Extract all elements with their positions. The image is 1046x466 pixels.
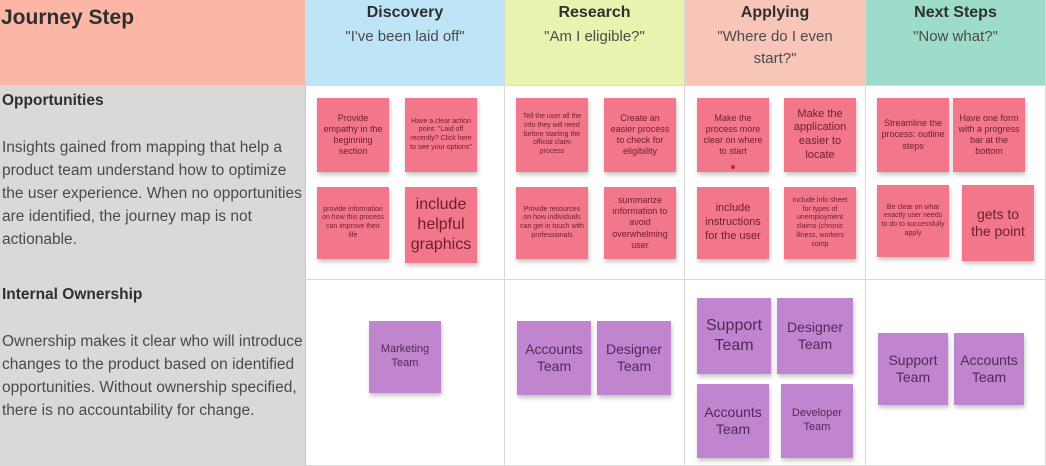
- research-ownership-cell: Accounts Team Designer Team: [505, 280, 685, 466]
- owner-sticky-note[interactable]: Designer Team: [777, 298, 853, 374]
- sticky-note[interactable]: Make the process more clear on where to …: [697, 98, 769, 172]
- owner-sticky-note[interactable]: Developer Team: [781, 384, 853, 458]
- phase-name: Research: [558, 4, 631, 21]
- sticky-note[interactable]: Create an easier process to check for el…: [604, 98, 676, 172]
- discovery-opportunities-cell: Provide empathy in the beginning section…: [306, 86, 505, 280]
- phase-header-research: Research "Am I eligible?": [505, 0, 685, 86]
- phase-quote: "I've been laid off": [345, 28, 465, 45]
- research-opportunities-cell: Tell the user all the info they will nee…: [505, 86, 685, 280]
- discovery-ownership-cell: Marketing Team: [306, 280, 505, 466]
- owner-sticky-note[interactable]: Designer Team: [597, 321, 671, 395]
- owner-sticky-note[interactable]: Marketing Team: [369, 321, 441, 393]
- ownership-description: Ownership makes it clear who will introd…: [2, 333, 303, 419]
- phase-header-applying: Applying "Where do I even start?": [685, 0, 866, 86]
- ownership-label-cell: Internal Ownership Ownership makes it cl…: [0, 280, 306, 466]
- sticky-note[interactable]: include info sheet for types of unemploy…: [784, 187, 856, 259]
- sticky-note[interactable]: Have a clear action point: "Laid off rec…: [405, 98, 477, 172]
- owner-sticky-note[interactable]: Accounts Team: [697, 384, 769, 458]
- sticky-note[interactable]: include instructions for the user: [697, 187, 769, 259]
- opportunities-label-cell: Opportunities Insights gained from mappi…: [0, 86, 306, 280]
- red-dot-marker: [731, 165, 735, 169]
- applying-opportunities-cell: Make the process more clear on where to …: [685, 86, 866, 280]
- phase-quote: "Now what?": [913, 28, 998, 45]
- phase-quote: "Am I eligible?": [544, 28, 645, 45]
- phase-quote: "Where do I even start?": [717, 28, 833, 67]
- sticky-note[interactable]: Have one form with a progress bar at the…: [953, 98, 1025, 172]
- sticky-note[interactable]: Make the application easier to locate: [784, 98, 856, 172]
- owner-sticky-note[interactable]: Support Team: [697, 298, 771, 374]
- phase-header-next-steps: Next Steps "Now what?": [866, 0, 1046, 86]
- sticky-note[interactable]: gets to the point: [962, 185, 1034, 261]
- sticky-note[interactable]: Streamline the process: outline steps: [877, 98, 949, 172]
- sticky-note[interactable]: summarize information to avoid overwhelm…: [604, 187, 676, 259]
- sticky-note[interactable]: Be clear on what exactly user needs to d…: [877, 185, 949, 257]
- applying-ownership-cell: Support Team Designer Team Accounts Team…: [685, 280, 866, 466]
- sticky-note[interactable]: Provide empathy in the beginning section: [317, 98, 389, 172]
- sticky-note[interactable]: provide information on how this process …: [317, 187, 389, 259]
- journey-step-title: Journey Step: [1, 6, 135, 29]
- next-steps-ownership-cell: Support Team Accounts Team: [866, 280, 1046, 466]
- journey-step-header: Journey Step: [0, 0, 306, 86]
- owner-sticky-note[interactable]: Accounts Team: [517, 321, 591, 395]
- opportunities-title: Opportunities: [2, 92, 104, 109]
- sticky-note[interactable]: Provide resources on how individuals can…: [516, 187, 588, 259]
- opportunities-description: Insights gained from mapping that help a…: [2, 139, 302, 248]
- phase-name: Applying: [740, 4, 810, 21]
- owner-sticky-note[interactable]: Support Team: [878, 333, 948, 405]
- owner-sticky-note[interactable]: Accounts Team: [954, 333, 1024, 405]
- sticky-note[interactable]: include helpful graphics: [405, 187, 477, 263]
- phase-header-discovery: Discovery "I've been laid off": [306, 0, 505, 86]
- ownership-title: Internal Ownership: [2, 286, 143, 303]
- phase-name: Discovery: [366, 4, 444, 21]
- phase-name: Next Steps: [914, 4, 997, 21]
- next-steps-opportunities-cell: Streamline the process: outline steps Ha…: [866, 86, 1046, 280]
- sticky-note[interactable]: Tell the user all the info they will nee…: [516, 98, 588, 172]
